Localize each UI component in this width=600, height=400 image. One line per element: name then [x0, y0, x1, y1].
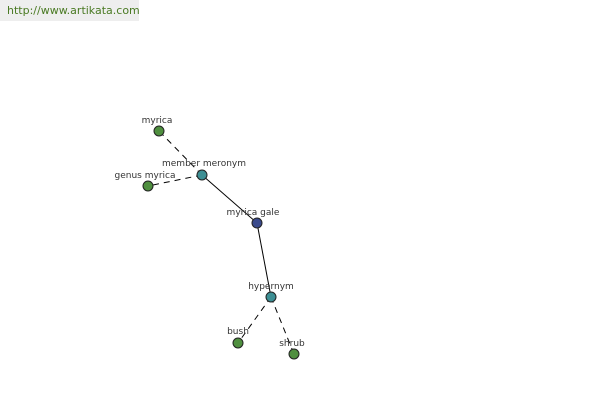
node-shrub-marker[interactable]	[288, 348, 300, 360]
edge-myrica-gale-to-member-meronym	[201, 174, 258, 224]
node-genus-myrica-label[interactable]: genus myrica	[115, 171, 176, 181]
node-member-meronym[interactable]: member meronym	[162, 159, 246, 181]
node-bush-label[interactable]: bush	[227, 327, 249, 337]
node-hypernym-label[interactable]: hypernym	[248, 282, 294, 292]
url-bar: http://www.artikata.com	[0, 0, 140, 21]
edge-hypernym-to-bush	[237, 296, 272, 344]
edge-member-meronym-to-genus-myrica	[147, 174, 203, 187]
site-url-link[interactable]: http://www.artikata.com	[7, 4, 140, 17]
node-member-meronym-label[interactable]: member meronym	[162, 159, 246, 169]
node-myrica-gale-label[interactable]: myrica gale	[227, 208, 280, 218]
edge-myrica-gale-to-hypernym	[256, 222, 272, 298]
node-shrub[interactable]: shrub	[279, 339, 305, 360]
node-genus-myrica[interactable]: genus myrica	[115, 171, 176, 192]
node-hypernym[interactable]: hypernym	[248, 282, 294, 303]
node-myrica-marker[interactable]	[153, 125, 165, 137]
node-myrica-gale[interactable]: myrica gale	[227, 208, 280, 229]
node-myrica-gale-marker[interactable]	[251, 217, 263, 229]
node-member-meronym-marker[interactable]	[196, 169, 208, 181]
node-genus-myrica-marker[interactable]	[142, 180, 154, 192]
edges-layer	[147, 130, 295, 355]
node-hypernym-marker[interactable]	[265, 291, 277, 303]
node-bush-marker[interactable]	[232, 337, 244, 349]
node-bush[interactable]: bush	[227, 327, 249, 349]
node-shrub-label[interactable]: shrub	[279, 339, 305, 349]
node-myrica[interactable]: myrica	[142, 116, 173, 137]
nodes-layer: myrica member meronym genus myrica myrica g…	[115, 116, 305, 360]
node-myrica-label[interactable]: myrica	[142, 116, 173, 126]
